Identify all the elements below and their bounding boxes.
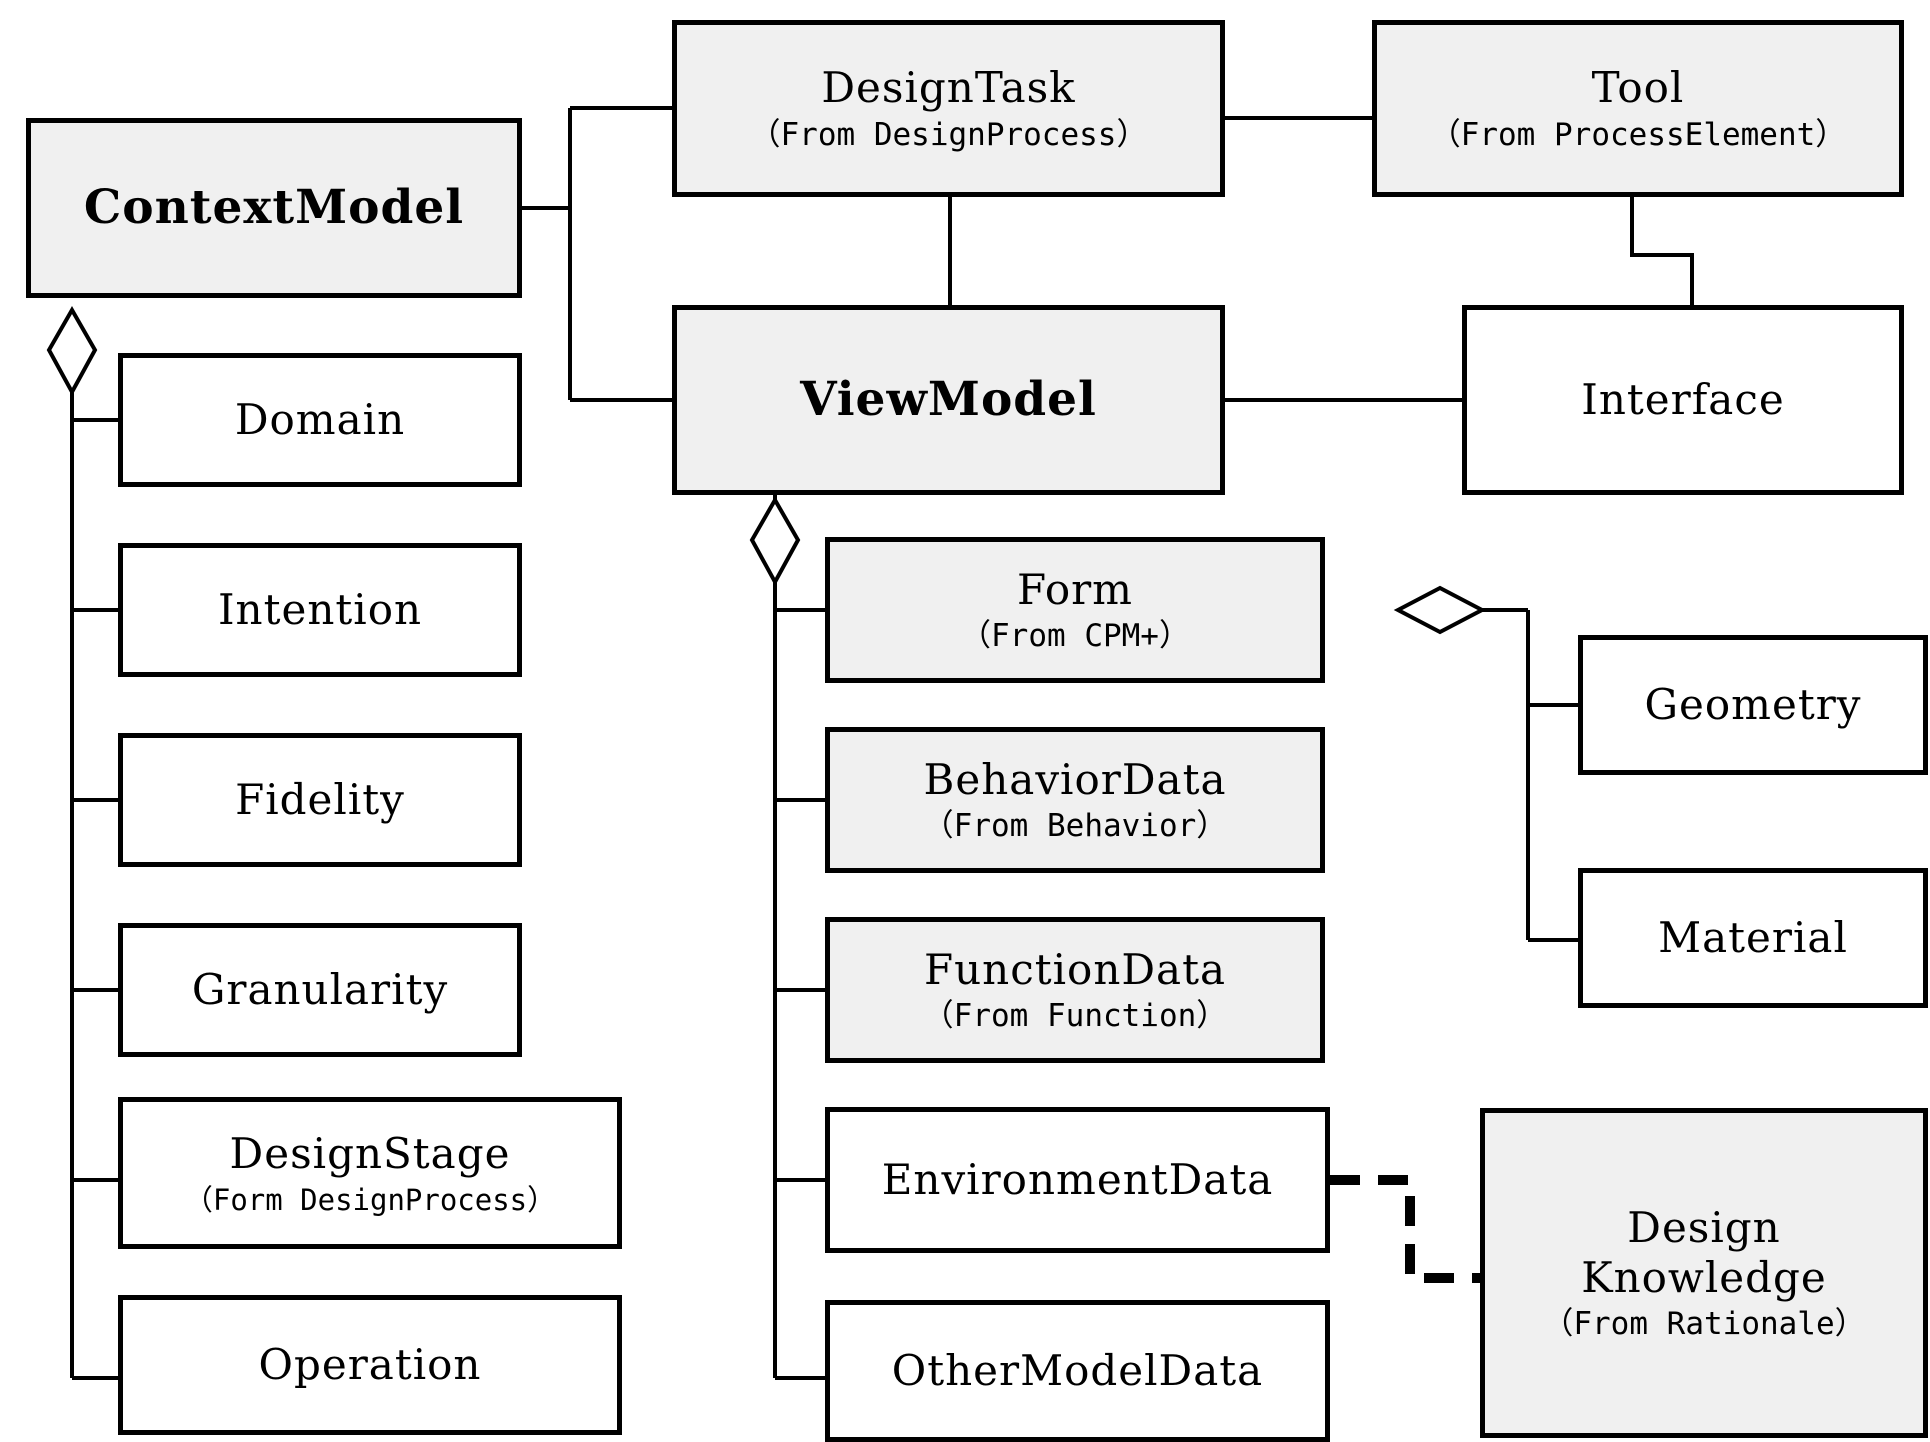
diamond-contextmodel-aggregation	[46, 305, 98, 397]
node-design-task-subtitle: （From DesignProcess）	[749, 116, 1148, 153]
node-environment-data[interactable]: EnvironmentData	[825, 1107, 1330, 1253]
node-intention[interactable]: Intention	[118, 543, 522, 677]
node-design-task-title: DesignTask	[821, 63, 1076, 113]
node-domain[interactable]: Domain	[118, 353, 522, 487]
node-function-data-subtitle: （From Function）	[922, 998, 1228, 1035]
node-view-model[interactable]: ViewModel	[672, 305, 1225, 495]
node-context-model-title: ContextModel	[83, 180, 465, 236]
node-tool-title: Tool	[1591, 63, 1685, 113]
node-domain-title: Domain	[234, 395, 406, 445]
node-granularity[interactable]: Granularity	[118, 923, 522, 1057]
node-granularity-title: Granularity	[191, 965, 449, 1015]
diamond-viewmodel-aggregation	[749, 495, 801, 587]
node-operation[interactable]: Operation	[118, 1295, 622, 1435]
node-interface-title: Interface	[1581, 375, 1785, 425]
node-behavior-data-title: BehaviorData	[923, 754, 1227, 804]
diamond-form-aggregation	[1393, 585, 1487, 635]
node-design-task[interactable]: DesignTask （From DesignProcess）	[672, 20, 1225, 197]
node-view-model-title: ViewModel	[800, 372, 1097, 428]
node-operation-title: Operation	[258, 1340, 482, 1390]
node-geometry[interactable]: Geometry	[1578, 635, 1928, 775]
node-fidelity[interactable]: Fidelity	[118, 733, 522, 867]
node-design-knowledge-subtitle: （From Rationale）	[1542, 1306, 1866, 1343]
node-design-stage-subtitle: （Form DesignProcess）	[183, 1182, 557, 1217]
node-form-subtitle: （From CPM+）	[960, 618, 1190, 655]
node-context-model[interactable]: ContextModel	[26, 118, 522, 298]
wire-dependency-environmentdata-designknowledge	[1330, 1175, 1480, 1283]
node-function-data[interactable]: FunctionData （From Function）	[825, 917, 1325, 1063]
node-behavior-data[interactable]: BehaviorData （From Behavior）	[825, 727, 1325, 873]
node-tool[interactable]: Tool （From ProcessElement）	[1372, 20, 1904, 197]
node-design-knowledge-title-line2: Knowledge	[1581, 1252, 1827, 1302]
node-other-model-data[interactable]: OtherModelData	[825, 1300, 1330, 1442]
node-form-title: Form	[1016, 564, 1134, 614]
node-intention-title: Intention	[217, 585, 423, 635]
node-design-stage[interactable]: DesignStage （Form DesignProcess）	[118, 1097, 622, 1249]
node-fidelity-title: Fidelity	[235, 775, 405, 825]
node-geometry-title: Geometry	[1644, 680, 1862, 730]
node-behavior-data-subtitle: （From Behavior）	[922, 808, 1228, 845]
node-design-knowledge[interactable]: Design Knowledge （From Rationale）	[1480, 1108, 1928, 1438]
node-design-stage-title: DesignStage	[229, 1129, 511, 1179]
node-function-data-title: FunctionData	[923, 944, 1227, 994]
node-other-model-data-title: OtherModelData	[891, 1346, 1264, 1396]
node-design-knowledge-title-line1: Design	[1627, 1203, 1781, 1253]
node-material[interactable]: Material	[1578, 868, 1928, 1008]
node-interface[interactable]: Interface	[1462, 305, 1904, 495]
node-environment-data-title: EnvironmentData	[881, 1155, 1274, 1205]
node-material-title: Material	[1658, 913, 1848, 963]
node-form[interactable]: Form （From CPM+）	[825, 537, 1325, 683]
node-tool-subtitle: （From ProcessElement）	[1429, 116, 1847, 153]
wire-tool-interface	[1630, 197, 1694, 305]
